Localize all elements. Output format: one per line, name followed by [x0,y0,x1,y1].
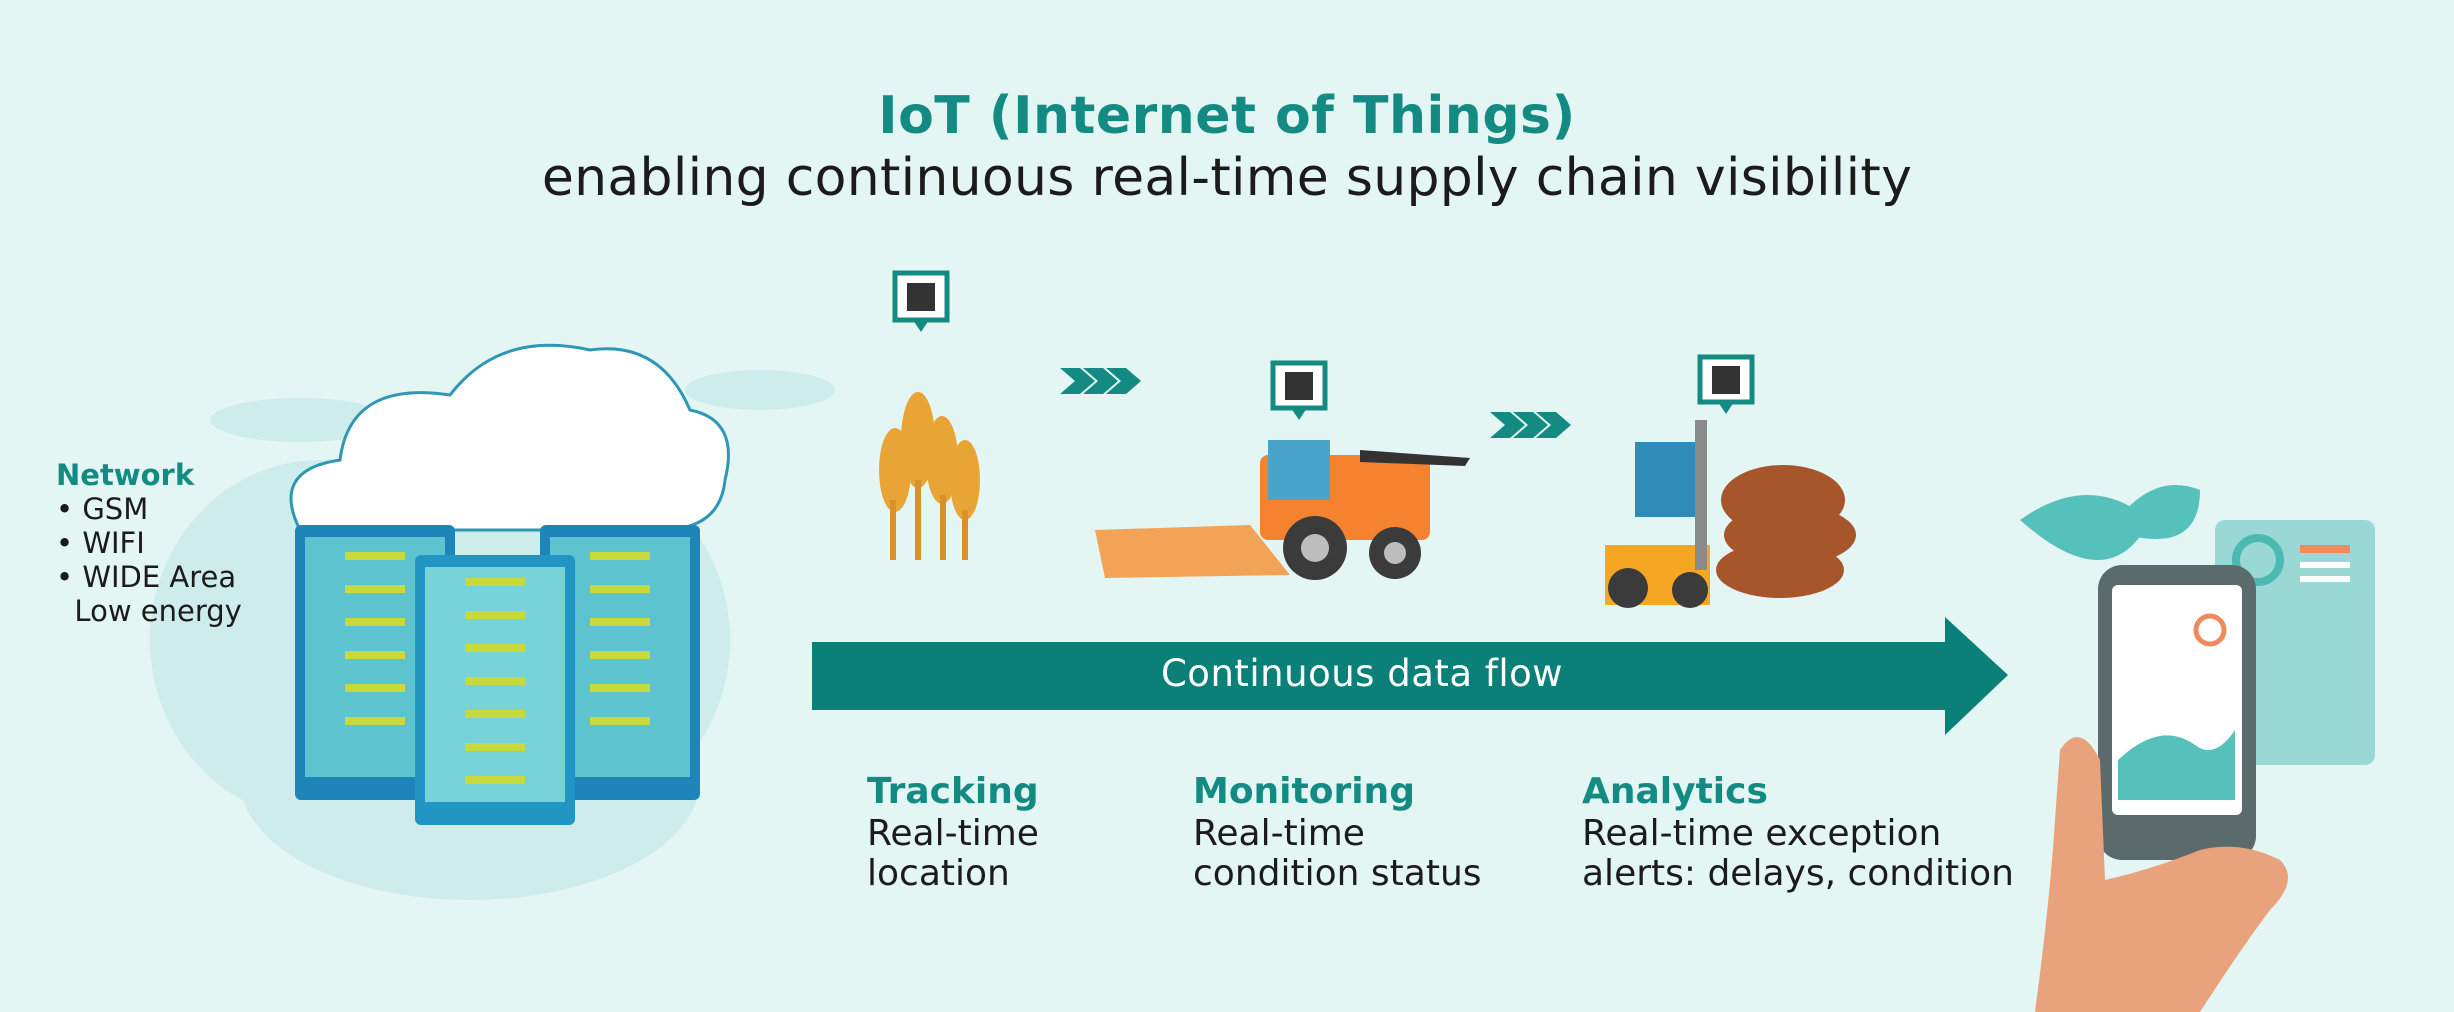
feature-line: Real-time exception [1582,813,1942,854]
data-flow-arrow [812,617,2008,735]
server-rack-icon [295,525,700,825]
qr-code-tag-icon [892,270,1755,420]
grain-sacks-icon [1716,465,1856,598]
feature-line: condition status [1193,853,1482,894]
flow-label: Continuous data flow [1160,652,1564,695]
network-item-low-energy: Low energy [56,594,242,628]
feature-analytics: Analytics Real-time exception alerts: de… [1582,772,2014,894]
feature-line: Real-time [867,813,1039,854]
feature-title: Tracking [867,771,1039,812]
network-item-wide-area: • WIDE Area [56,560,237,594]
combine-harvester-icon [1095,440,1470,580]
page-title: IoT (Internet of Things) [878,86,1576,146]
feature-tracking: Tracking Real-time location [867,772,1039,894]
page-subtitle: enabling continuous real-time supply cha… [541,148,1913,208]
feature-title: Analytics [1582,771,1768,812]
feature-title: Monitoring [1193,771,1415,812]
chevron-arrows-icon [1060,368,1571,438]
forklift-icon [1605,420,1710,608]
feature-line: Real-time [1193,813,1365,854]
network-heading: Network [56,458,195,492]
leaf-decoration [2020,485,2200,560]
cloud-icon [289,343,730,532]
feature-monitoring: Monitoring Real-time condition status [1193,772,1482,894]
network-list: Network • GSM • WIFI • WIDE Area Low ene… [56,458,242,628]
hand-icon [2035,737,2288,1012]
smartphone-icon [2098,565,2256,860]
wheat-icon [879,392,980,560]
network-item-gsm: • GSM [56,492,149,526]
network-item-wifi: • WIFI [56,526,145,560]
feature-line: location [867,853,1010,894]
feature-line: alerts: delays, condition [1582,853,2014,894]
